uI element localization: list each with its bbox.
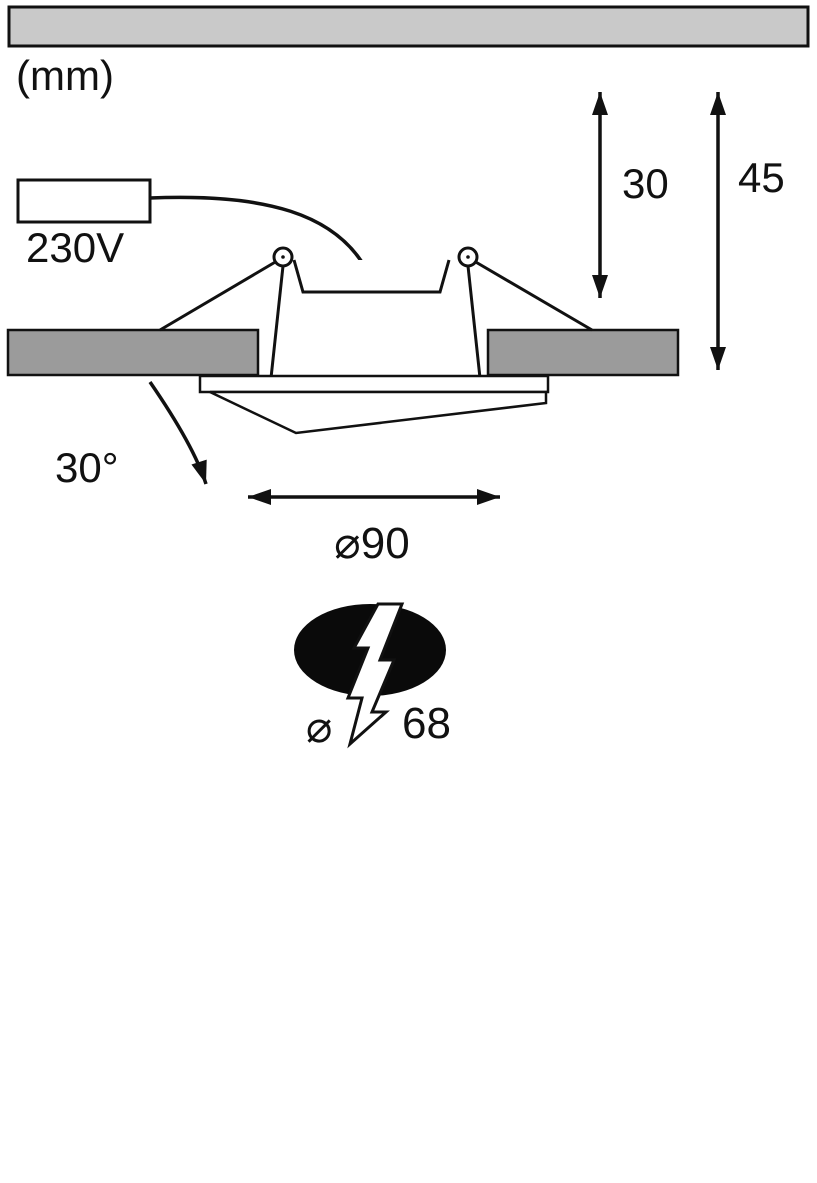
- ceiling-section-right: [486, 328, 680, 377]
- tilt-angle-label: 30°: [55, 444, 119, 491]
- mounting-spring-left: [159, 259, 278, 332]
- dimension-label-30: 30: [622, 160, 669, 207]
- tilt-angle-arrow: [148, 381, 208, 485]
- trim-ring: [198, 374, 550, 394]
- lamp-recess-channel: [292, 259, 451, 294]
- pivot-screw-left-center: [281, 255, 285, 259]
- mains-cable: [149, 195, 376, 287]
- unit-label: (mm): [16, 52, 114, 99]
- voltage-label: 230V: [26, 224, 124, 271]
- lightning-bolt-icon: [345, 602, 405, 749]
- mounting-spring-right: [473, 259, 593, 332]
- ceiling-section-left: [6, 328, 260, 377]
- housing-wall-left: [269, 265, 285, 379]
- pivot-screw-right-center: [466, 255, 470, 259]
- outer-diameter-label: ⌀90: [334, 519, 409, 568]
- top-divider-bar: [7, 5, 810, 48]
- mains-connector-box: [16, 178, 152, 224]
- tilted-lamp-face: [209, 390, 548, 435]
- cutout-diameter-symbol: ⌀: [306, 703, 333, 752]
- dimension-label-45: 45: [738, 154, 785, 201]
- cutout-diameter-value: 68: [402, 699, 451, 748]
- housing-wall-right: [466, 265, 482, 379]
